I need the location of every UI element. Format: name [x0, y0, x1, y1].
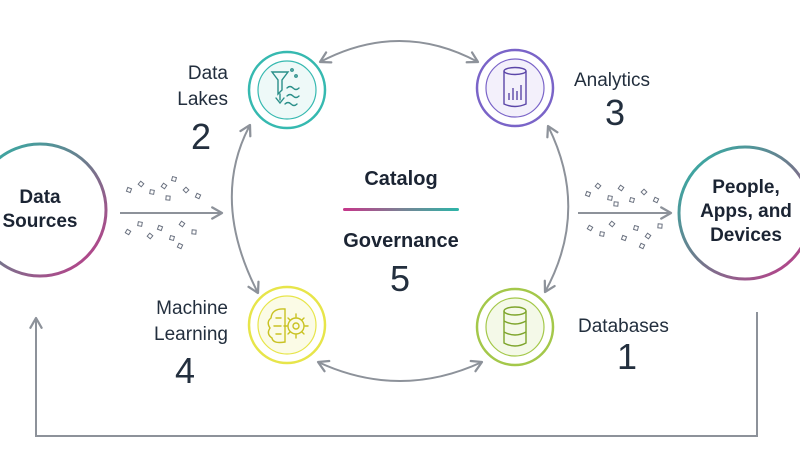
governance-title: Governance: [343, 230, 459, 252]
analytics-databases-arrow: [543, 124, 570, 294]
machine-learning-label: Machine Learning: [154, 298, 228, 345]
data-lakes-number: 2: [190, 116, 212, 157]
lakes-ml-arrow: [230, 123, 260, 295]
brain-gear-icon: [267, 308, 309, 344]
analytics-number: 3: [604, 92, 626, 133]
databases-node: [475, 287, 555, 367]
filter-lake-icon: [270, 68, 300, 107]
catalog-governance-divider: [343, 208, 459, 211]
machine-learning-number: 4: [174, 350, 196, 391]
data-sources-circle: [0, 142, 108, 278]
governance-number: 5: [389, 258, 411, 299]
data-particles-right: [584, 182, 663, 250]
data-lakes-label: Data Lakes: [177, 63, 228, 110]
analytics-node: [475, 48, 555, 128]
catalog-title: Catalog: [364, 168, 438, 190]
feedback-loop-arrow: [29, 312, 758, 437]
lakes-analytics-arrow: [318, 40, 480, 64]
databases-label: Databases: [578, 316, 669, 337]
bar-chart-cylinder-icon: [503, 66, 527, 108]
data-lakes-node: [247, 50, 327, 130]
database-icon: [503, 306, 527, 347]
analytics-label: Analytics: [574, 70, 651, 91]
ml-databases-arrow: [316, 359, 484, 382]
data-sources-label: Data Sources: [2, 187, 78, 232]
databases-number: 1: [616, 336, 638, 377]
machine-learning-node: [247, 285, 327, 365]
people-apps-devices-circle: [677, 145, 800, 281]
people-apps-devices-label: People, Apps, and Devices: [700, 177, 792, 246]
data-particles-left: [124, 175, 202, 250]
